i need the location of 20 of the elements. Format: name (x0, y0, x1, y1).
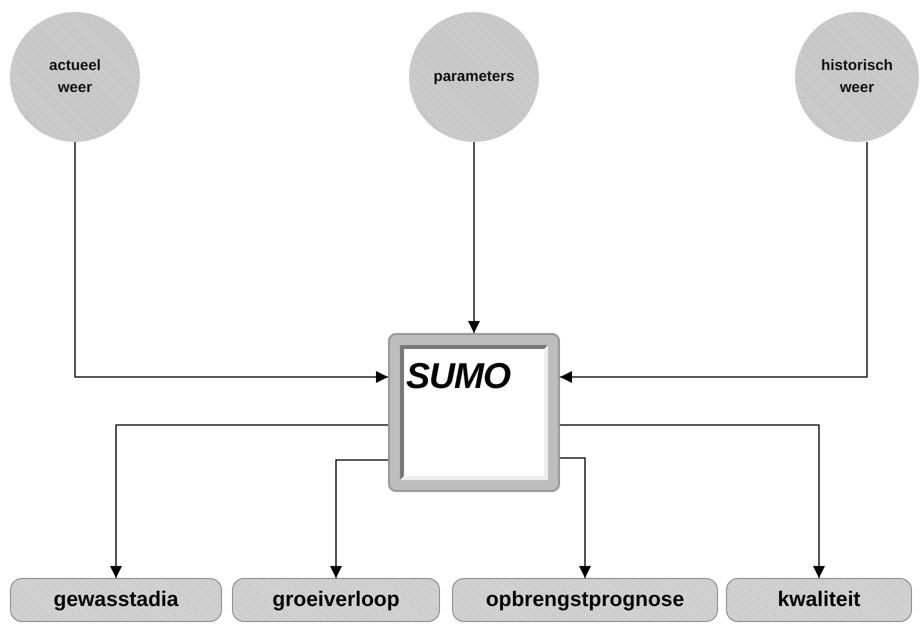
circle-label: actueel weer (48, 56, 102, 98)
arrow (560, 457, 591, 578)
arrow (560, 424, 825, 578)
output-box (452, 578, 718, 622)
output-box (726, 578, 912, 622)
arrow (110, 424, 388, 578)
output-label: groeiverloop (272, 588, 400, 612)
circle-label: parameters (434, 66, 514, 87)
output-label: gewasstadia (54, 588, 178, 612)
output-box (10, 578, 222, 622)
arrow (74, 142, 388, 383)
model-label: SUMO (406, 355, 512, 397)
output-box (232, 578, 440, 622)
output-label: kwaliteit (778, 588, 860, 612)
arrow (560, 142, 868, 383)
arrow (330, 459, 388, 578)
circle-label: historisch weer (820, 56, 894, 98)
output-label: opbrengstprognose (486, 588, 684, 612)
model-box (388, 333, 560, 492)
arrow (468, 142, 480, 333)
